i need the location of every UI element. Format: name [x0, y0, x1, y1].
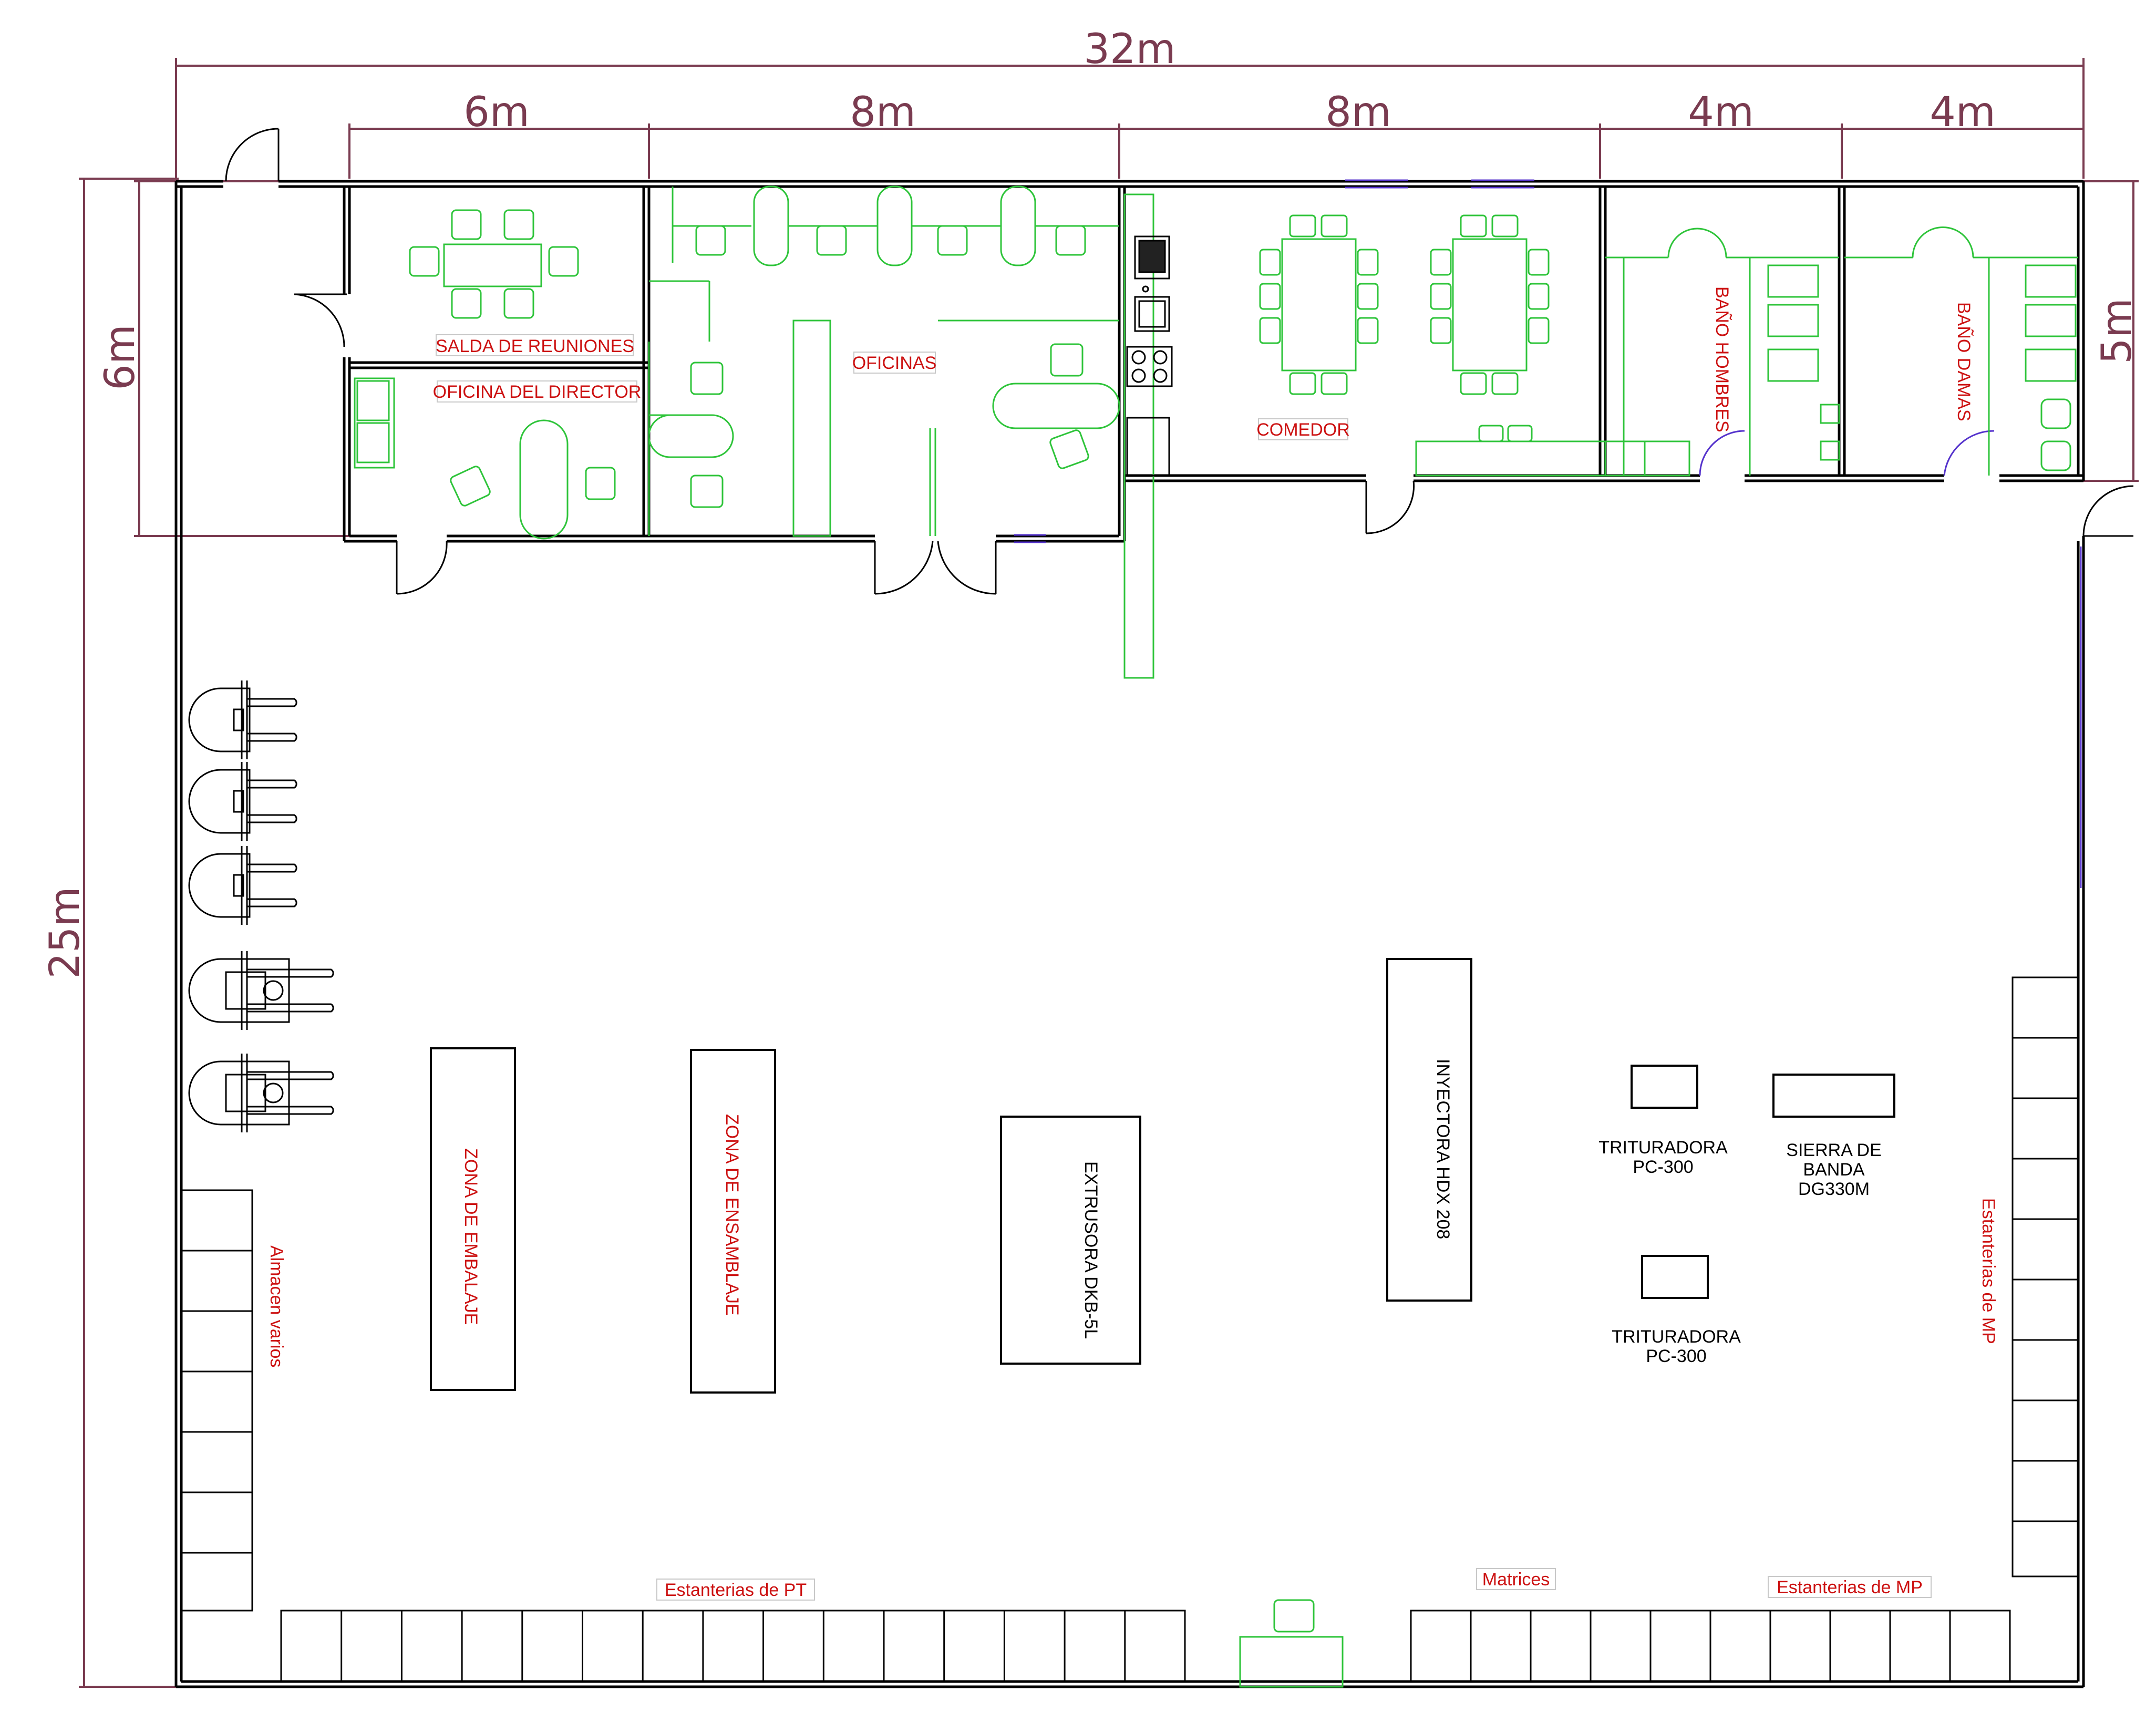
chair-icon [1357, 249, 1379, 276]
shelf-icon [180, 976, 2079, 1683]
zone-label-mp-bottom: Estanterias de MP [1777, 1577, 1923, 1597]
room-label-director: OFICINA DEL DIRECTOR [433, 382, 642, 402]
zone-label-packing: ZONA DE EMBALAJE [461, 1148, 481, 1325]
chair-icon [1357, 283, 1379, 310]
forklift-icon [188, 846, 297, 925]
chair-icon [1259, 317, 1281, 344]
zone-label-pt: Estanterias de PT [665, 1580, 807, 1600]
label-boxes [436, 334, 1932, 1601]
chair-icon [1460, 214, 1487, 238]
chair-icon [1259, 249, 1281, 276]
dim-total-width: 32m [1084, 26, 1175, 73]
chair-icon [1491, 372, 1519, 395]
chair-icon [1430, 317, 1452, 344]
chair-icon [1430, 249, 1452, 276]
forklift-icon [188, 680, 297, 759]
chair-icon [1528, 249, 1550, 276]
chair-icon [1289, 214, 1316, 238]
zone-label-mp-right: Estanterias de MP [1978, 1198, 1998, 1344]
dim-seg-3: 8m [1325, 89, 1391, 136]
forklift-icon [188, 1054, 334, 1132]
chair-icon [1321, 214, 1348, 238]
chair-icon [1528, 283, 1550, 310]
chair-icon [1321, 372, 1348, 395]
zone-label-misc-storage: Almacen varios [266, 1245, 286, 1367]
dim-seg-4: 4m [1688, 89, 1754, 136]
windows [1014, 179, 2082, 888]
room-label-bath-women: BAÑO DAMAS [1954, 302, 1974, 421]
room-label-dining: COMEDOR [1256, 420, 1350, 440]
dim-seg-1: 6m [463, 89, 530, 136]
door-icon [225, 128, 2134, 595]
dim-seg-5: 4m [1930, 89, 1996, 136]
forklift-icon [188, 951, 334, 1030]
dim-total-height: 25m [42, 886, 89, 978]
kitchen [1126, 235, 1173, 477]
dim-office-depth: 6m [97, 324, 144, 390]
machine-label-crusher1-line2: PC-300 [1633, 1157, 1693, 1177]
dining-chairs [1259, 214, 1550, 395]
chair-icon [1273, 1599, 1315, 1633]
machine-label-injector: INYECTORA HDX 208 [1433, 1059, 1453, 1239]
machine-label-crusher2-line1: TRITURADORA [1612, 1327, 1741, 1347]
chair-icon [1357, 317, 1379, 344]
machine-outlines [430, 958, 1895, 1394]
chair-icon [1289, 372, 1316, 395]
forklift-icon [188, 762, 297, 841]
forklift-icon [188, 680, 334, 1132]
machine-label-saw-line3: DG330M [1798, 1179, 1870, 1199]
machine-label-crusher2-line2: PC-300 [1646, 1346, 1706, 1366]
zone-label-assembly: ZONA DE ENSAMBLAJE [722, 1114, 742, 1316]
zone-label-matrices: Matrices [1482, 1570, 1550, 1590]
dimension-lines [79, 58, 2139, 1688]
machine-label-saw-line1: SIERRA DE [1786, 1140, 1881, 1160]
room-label-bath-men: BAÑO HOMBRES [1712, 286, 1732, 432]
bath-doors [1699, 430, 1995, 476]
chair-icon [1491, 214, 1519, 238]
furniture [354, 185, 2078, 1688]
room-label-offices: OFICINAS [852, 353, 937, 373]
chair-icon [1430, 283, 1452, 310]
walls [174, 180, 2085, 1688]
dim-seg-2: 8m [850, 89, 916, 136]
dim-bath-depth: 5m [2093, 298, 2141, 364]
machine-label-extruder: EXTRUSORA DKB-5L [1081, 1161, 1101, 1339]
chair-icon [1259, 283, 1281, 310]
chair-icon [1528, 317, 1550, 344]
machine-label-saw-line2: BANDA [1803, 1160, 1864, 1180]
room-label-meeting: SALDA DE REUNIONES [436, 336, 634, 356]
machine-label-crusher1-line1: TRITURADORA [1598, 1138, 1728, 1158]
chair-icon [1460, 372, 1487, 395]
